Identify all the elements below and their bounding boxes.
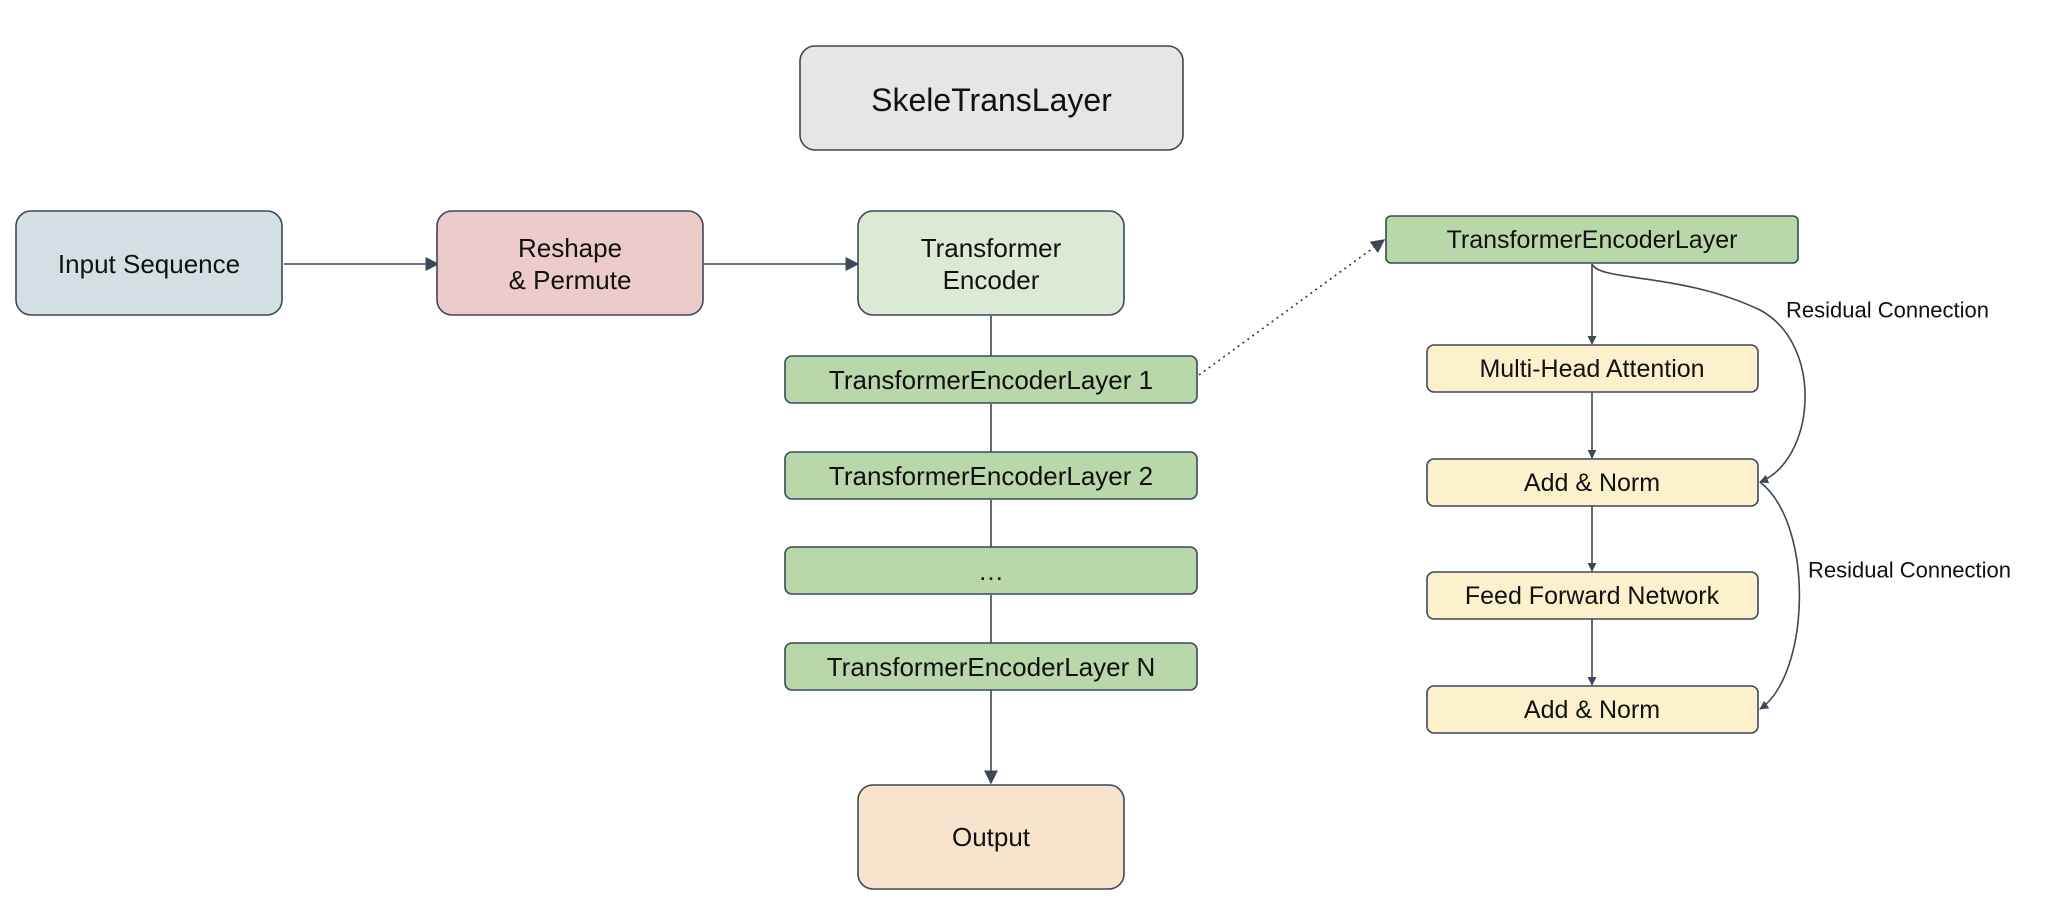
encoder-layer-2-node: TransformerEncoderLayer 2 [784,451,1198,500]
feed-forward-network-node: Feed Forward Network [1426,571,1759,620]
detail-encoder-layer-header: TransformerEncoderLayer [1385,215,1799,264]
residual-connection-1-label: Residual Connection [1786,298,1989,323]
add-norm-1-label: Add & Norm [1524,469,1660,497]
reshape-permute-node: Reshape & Permute [436,210,704,316]
residual-connection-2-label: Residual Connection [1808,558,2011,583]
detail-header-label: TransformerEncoderLayer [1447,226,1738,254]
output-node: Output [857,784,1125,890]
encoder-layer-1-node: TransformerEncoderLayer 1 [784,355,1198,404]
residual-connection-1 [1591,263,1806,484]
reshape-label-line-1: Reshape [518,233,622,263]
add-norm-2-label: Add & Norm [1524,696,1660,724]
title-box: SkeleTransLayer [799,45,1184,151]
encoder-layer-n-node: TransformerEncoderLayer N [784,642,1198,691]
reshape-label-line-2: & Permute [509,265,632,295]
encoder-layer-2-label: TransformerEncoderLayer 2 [829,461,1153,491]
add-norm-2-node: Add & Norm [1426,685,1759,734]
residual-connection-2 [1759,481,1801,710]
input-sequence-node: Input Sequence [15,210,283,316]
encoder-layer-n-label: TransformerEncoderLayer N [827,652,1156,682]
transformer-encoder-node: Transformer Encoder [857,210,1125,316]
diagram-title: SkeleTransLayer [871,82,1112,118]
multi-head-attention-node: Multi-Head Attention [1426,344,1759,393]
encoder-layer-ellipsis-node: … [784,546,1198,595]
output-label: Output [952,822,1031,852]
encoder-layer-1-label: TransformerEncoderLayer 1 [829,365,1153,395]
feed-forward-network-label: Feed Forward Network [1465,582,1720,610]
encoder-label-line-1: Transformer [921,233,1062,263]
encoder-layer-ellipsis-label: … [978,556,1004,586]
encoder-label-line-2: Encoder [943,265,1040,295]
add-norm-1-node: Add & Norm [1426,458,1759,507]
input-sequence-label: Input Sequence [58,249,240,279]
edge-layer1-to-detail [1198,239,1386,376]
multi-head-attention-label: Multi-Head Attention [1479,355,1704,383]
